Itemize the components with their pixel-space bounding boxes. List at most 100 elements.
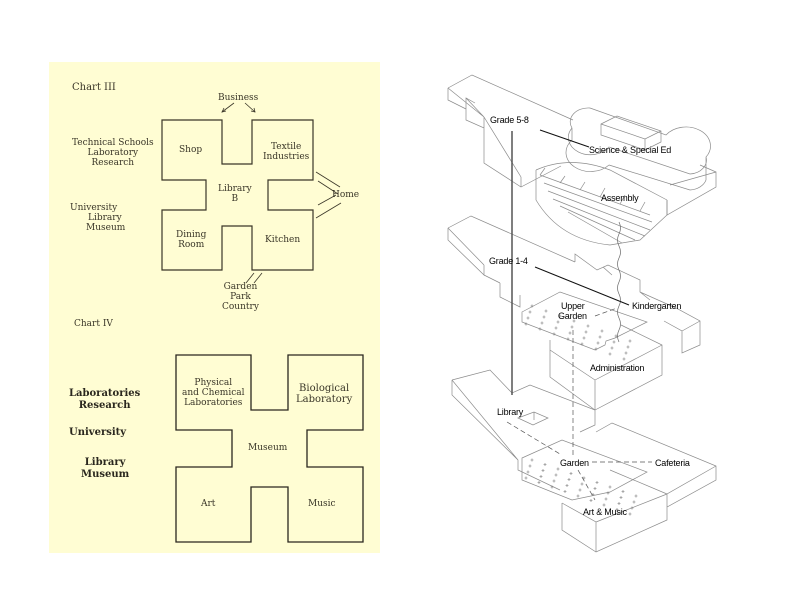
chart4-side-label-library: Library Museum	[81, 457, 129, 481]
hatch-mark	[537, 481, 541, 484]
park-text: Park	[230, 292, 251, 302]
hatch-mark	[621, 490, 625, 493]
hatch-mark	[614, 334, 618, 338]
label-grade-1-4: Grade 1-4	[489, 256, 528, 266]
business-arrows	[221, 102, 256, 113]
hatch-mark	[554, 326, 558, 330]
chart3-side-label-university: University Library Museum	[70, 203, 125, 233]
label-administration: Administration	[590, 363, 645, 373]
side-line: Laboratories	[69, 388, 141, 399]
hatch-mark	[541, 469, 545, 472]
hatch-mark	[580, 482, 584, 486]
garden-text: Garden	[558, 311, 587, 321]
chart3-room-dining: Dining Room	[176, 230, 206, 250]
room-line: Physical	[194, 378, 233, 388]
hatch-mark	[580, 342, 584, 346]
label-upper-garden: Upper Garden	[558, 301, 587, 321]
science-box	[600, 115, 662, 151]
chart4-title: Chart IV	[74, 319, 113, 329]
hatch-mark	[576, 494, 580, 498]
hatch-mark	[572, 319, 576, 323]
hatch-mark	[528, 464, 532, 468]
room-line: and Chemical	[182, 388, 245, 398]
hatch-mark	[578, 488, 582, 492]
side-line: Research	[78, 400, 131, 411]
hatch-mark	[538, 327, 542, 331]
hatch-mark	[530, 458, 534, 462]
leader-upper-garden	[594, 307, 618, 317]
hatch-mark	[526, 470, 530, 474]
label-art-music: Art & Music	[583, 507, 627, 517]
garden-arrows	[245, 272, 263, 284]
chart3-garden-label: Garden Park Country	[222, 282, 259, 312]
hatch-mark	[542, 315, 546, 319]
chart4-side-label-laboratories: Laboratories Research	[69, 388, 140, 412]
hatch-mark	[565, 484, 569, 487]
side-line: Laboratory	[87, 148, 139, 158]
assembly-steps	[539, 167, 653, 244]
label-grade-5-8: Grade 5-8	[490, 115, 529, 125]
room-line: Industries	[263, 152, 310, 162]
hatch-mark	[628, 339, 632, 343]
leader-grade58-science	[539, 129, 590, 148]
hatch-mark	[628, 512, 632, 516]
hatch-mark	[567, 478, 571, 481]
hatch-mark	[604, 497, 608, 501]
side-line: University	[69, 427, 127, 438]
country-text: Country	[222, 302, 259, 312]
hatch-mark	[530, 304, 534, 308]
leader-library-garden	[506, 421, 561, 455]
hatch-mark	[540, 321, 544, 325]
hatch-mark	[612, 340, 616, 344]
hatch-mark	[624, 351, 628, 355]
room-line: Textile	[270, 142, 302, 152]
leader-grade14-kindergarten	[534, 266, 630, 306]
chart3-room-shop: Shop	[179, 145, 203, 155]
hatch-mark	[526, 316, 530, 320]
hatch-mark	[634, 494, 638, 498]
chart4-room-physical: Physical and Chemical Laboratories	[182, 378, 245, 408]
chart3-home-label: Home	[332, 190, 360, 200]
room-line: Biological	[299, 383, 350, 394]
hatch-mark	[543, 463, 547, 466]
hatch-mark	[568, 331, 572, 335]
label-kindergarten: Kindergarten	[632, 301, 682, 311]
chart4-plan-outline	[175, 354, 364, 543]
chart4-room-museum: Museum	[248, 443, 288, 453]
chart3-room-library: Library B	[218, 184, 252, 204]
side-line: Museum	[81, 469, 130, 480]
label-garden: Garden	[560, 458, 589, 468]
hatch-mark	[632, 500, 636, 504]
hatch-mark	[558, 314, 562, 318]
hatch-mark	[556, 320, 560, 324]
lower-floor-slab	[451, 369, 596, 491]
middle-floor-slab	[447, 215, 701, 354]
hatch-mark	[619, 496, 623, 499]
room-line: Room	[178, 240, 205, 250]
side-line: Research	[91, 158, 135, 168]
hatch-mark	[600, 329, 604, 333]
garden-hatch-marks	[524, 304, 638, 516]
hatch-mark	[524, 322, 528, 326]
side-line: Museum	[86, 223, 126, 233]
chart4-room-art: Art	[201, 499, 216, 509]
library-skylight	[517, 411, 549, 426]
hatch-mark	[602, 503, 606, 507]
hatch-mark	[566, 337, 570, 341]
cafeteria-block	[561, 422, 717, 553]
chart3-room-textile: Textile Industries	[263, 142, 309, 162]
chart3-title: Chart III	[72, 82, 116, 93]
hatch-mark	[586, 324, 590, 328]
hatch-mark	[598, 335, 602, 339]
room-line: Laboratories	[184, 398, 243, 408]
upper-floor-slab	[447, 74, 574, 188]
hatch-mark	[554, 473, 558, 477]
upper-text: Upper	[561, 301, 585, 311]
chart3-room-kitchen: Kitchen	[265, 235, 301, 245]
garden-text: Garden	[223, 282, 258, 292]
hatch-mark	[593, 487, 597, 490]
leader-garden-artmusic	[577, 469, 596, 501]
hatch-mark	[524, 476, 528, 480]
